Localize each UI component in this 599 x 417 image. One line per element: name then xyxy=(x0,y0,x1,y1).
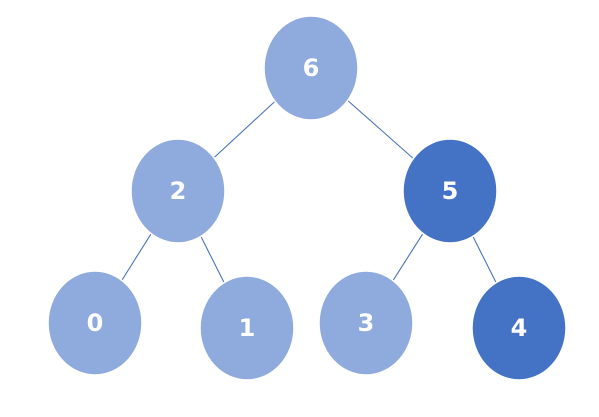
node-label: 2 xyxy=(170,177,187,205)
tree-edges xyxy=(121,100,497,283)
edge-5-4 xyxy=(472,236,497,283)
node-circle xyxy=(199,275,295,381)
node-circle xyxy=(318,270,414,376)
edge-6-2 xyxy=(213,100,276,159)
tree-node-0: 0 xyxy=(47,270,143,376)
node-label: 0 xyxy=(87,309,104,337)
node-label: 6 xyxy=(303,54,320,82)
tree-node-6: 6 xyxy=(263,15,359,121)
tree-node-5: 5 xyxy=(402,138,498,244)
node-circle xyxy=(471,275,567,381)
node-circle xyxy=(130,138,226,244)
node-label: 5 xyxy=(442,177,459,205)
tree-node-1: 1 xyxy=(199,275,295,381)
node-circle xyxy=(402,138,498,244)
node-circle xyxy=(47,270,143,376)
node-circle xyxy=(263,15,359,121)
tree-nodes: 6 2 5 0 1 3 4 xyxy=(47,15,567,381)
edge-2-1 xyxy=(200,236,225,283)
tree-node-3: 3 xyxy=(318,270,414,376)
edge-5-3 xyxy=(392,233,424,281)
node-label: 1 xyxy=(239,314,256,342)
tree-node-4: 4 xyxy=(471,275,567,381)
node-label: 4 xyxy=(511,314,528,342)
node-label: 3 xyxy=(358,309,375,337)
tree-node-2: 2 xyxy=(130,138,226,244)
edge-6-5 xyxy=(347,100,414,159)
edge-2-0 xyxy=(121,233,152,281)
